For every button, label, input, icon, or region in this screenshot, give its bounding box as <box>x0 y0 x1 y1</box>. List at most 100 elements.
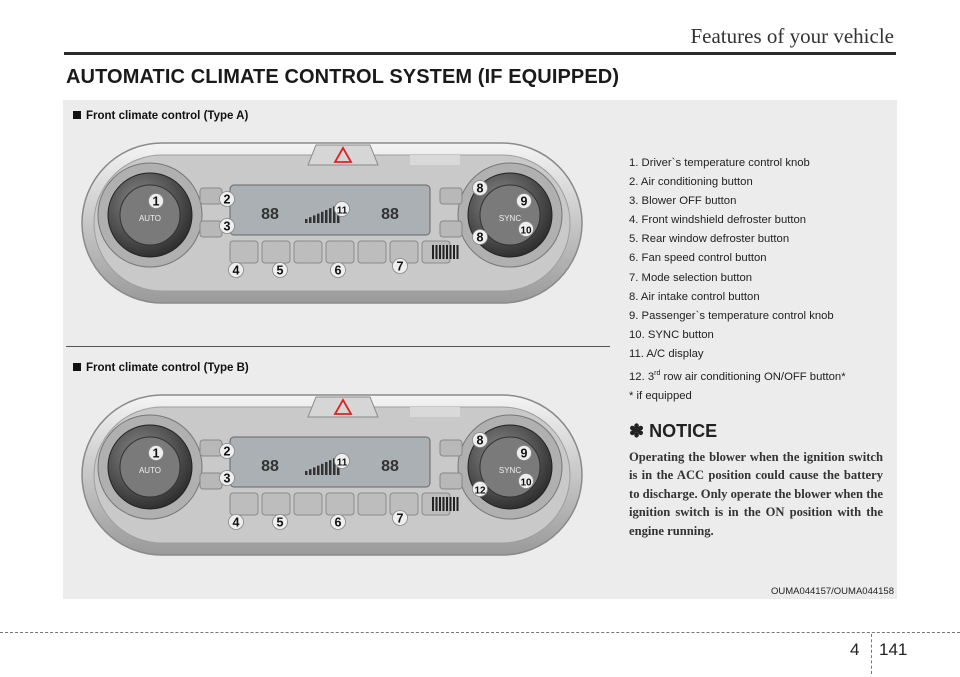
callout-circle <box>472 432 488 448</box>
callout-label: 11 <box>337 206 348 217</box>
auto-button-label: AUTO <box>139 466 161 475</box>
display-temp-right: 88 <box>381 458 399 475</box>
callout-circle <box>472 180 488 196</box>
callout-circle <box>392 258 408 274</box>
vent-grille-mark <box>446 245 448 259</box>
list-item: 2. Air conditioning button <box>629 176 753 189</box>
chapter-number: 4 <box>850 640 860 659</box>
callout-number-8: 8 <box>472 180 488 196</box>
list-item: 8. Air intake control button <box>629 290 760 303</box>
program-label-plate <box>410 407 460 417</box>
list-item: 5. Rear window defroster button <box>629 233 790 246</box>
left-knob-button <box>119 436 181 498</box>
fan-bar-mark <box>329 460 332 475</box>
vent-grille-mark <box>449 245 452 259</box>
vent-grille-mark <box>435 497 438 511</box>
list-item: 10. SYNC button <box>629 328 714 341</box>
callout-circle <box>228 514 244 530</box>
callout-number-4: 4 <box>228 514 244 530</box>
auto-button-label: AUTO <box>139 214 161 223</box>
fan-bar-mark <box>305 471 308 475</box>
bottom-row-button <box>325 240 355 264</box>
callout-label: 7 <box>397 512 404 526</box>
callout-circle <box>219 191 235 207</box>
callout-number-11: 11 <box>334 201 350 217</box>
callout-circle <box>330 514 346 530</box>
callout-number-6: 6 <box>330 262 346 278</box>
callout-label: 11 <box>337 458 348 469</box>
hazard-housing <box>307 144 379 166</box>
air-intake-button <box>439 439 463 457</box>
fan-bar-mark <box>325 210 328 223</box>
bottom-row-button <box>229 492 259 516</box>
figure-caption: OUMA044157/OUMA044158 <box>770 586 894 597</box>
page-title: AUTOMATIC CLIMATE CONTROL SYSTEM (IF EQU… <box>66 66 620 88</box>
ac-button <box>199 439 223 457</box>
callout-label: 9 <box>521 447 528 461</box>
callout-circle <box>272 514 288 530</box>
air-intake-button <box>439 187 463 205</box>
vent-grille-mark <box>456 245 459 259</box>
callout-circle <box>518 473 534 489</box>
callout-number-2: 2 <box>219 443 235 459</box>
air-intake-button <box>439 220 463 238</box>
bottom-row-button <box>261 240 291 264</box>
callout-label: 4 <box>233 264 240 278</box>
callout-number-9: 9 <box>516 445 532 461</box>
vent-grille-mark <box>442 245 445 259</box>
callout-number-12: 12 <box>472 481 488 497</box>
list-footnote: * if equipped <box>629 389 692 402</box>
fan-bar-mark <box>329 208 332 223</box>
bullet-square-icon <box>73 363 81 371</box>
figure-a-label-text: Front climate control (Type A) <box>86 110 249 122</box>
fan-bar-mark <box>317 465 320 475</box>
callout-label: 3 <box>224 472 231 486</box>
notice-title: ✽ NOTICE <box>629 421 718 441</box>
callout-circle <box>334 201 350 217</box>
bullet-square-icon <box>73 111 81 119</box>
callout-circle <box>518 221 534 237</box>
display-temp-right: 88 <box>381 206 399 223</box>
bottom-row-button <box>357 492 387 516</box>
hazard-triangle-icon <box>333 146 353 163</box>
fan-bar-mark <box>321 463 324 475</box>
callout-label: 4 <box>233 516 240 530</box>
callout-label: 10 <box>520 478 532 489</box>
page-number: 141 <box>879 640 908 659</box>
callout-circle <box>472 481 488 497</box>
list-item: 4. Front windshield defroster button <box>629 214 807 227</box>
callout-circle <box>219 443 235 459</box>
callout-label: 1 <box>153 195 160 209</box>
off-button <box>199 220 223 238</box>
list-item: 11. A/C display <box>629 347 704 360</box>
vent-grille-mark <box>453 245 455 259</box>
figure-b-label: Front climate control (Type B) <box>73 362 249 374</box>
callout-circle <box>472 229 488 245</box>
fan-bar-mark <box>325 462 328 475</box>
hazard-triangle-icon <box>333 398 353 415</box>
callout-number-10: 10 <box>518 473 534 489</box>
vent-grille-mark <box>439 497 441 511</box>
callout-circle <box>516 445 532 461</box>
callout-number-3: 3 <box>219 218 235 234</box>
fan-bar-mark <box>313 467 316 475</box>
list-item: 9. Passenger`s temperature control knob <box>629 309 834 322</box>
bottom-row-button <box>293 240 323 264</box>
callout-label: 6 <box>335 264 342 278</box>
sync-button-label: SYNC <box>499 466 521 475</box>
callout-circle <box>219 470 235 486</box>
callout-number-1: 1 <box>148 445 164 461</box>
bottom-row-button <box>325 492 355 516</box>
header-rule <box>64 52 896 55</box>
program-label-plate <box>410 155 460 165</box>
fan-bar-mark <box>313 215 316 223</box>
callout-number-7: 7 <box>392 510 408 526</box>
callout-circle <box>272 262 288 278</box>
vent-grille-mark <box>456 497 459 511</box>
sync-button-label: SYNC <box>499 214 521 223</box>
section-divider <box>66 346 610 347</box>
vent-grille-mark <box>432 497 434 511</box>
callout-label: 3 <box>224 220 231 234</box>
callout-number-5: 5 <box>272 262 288 278</box>
callout-label: 8 <box>477 182 484 196</box>
